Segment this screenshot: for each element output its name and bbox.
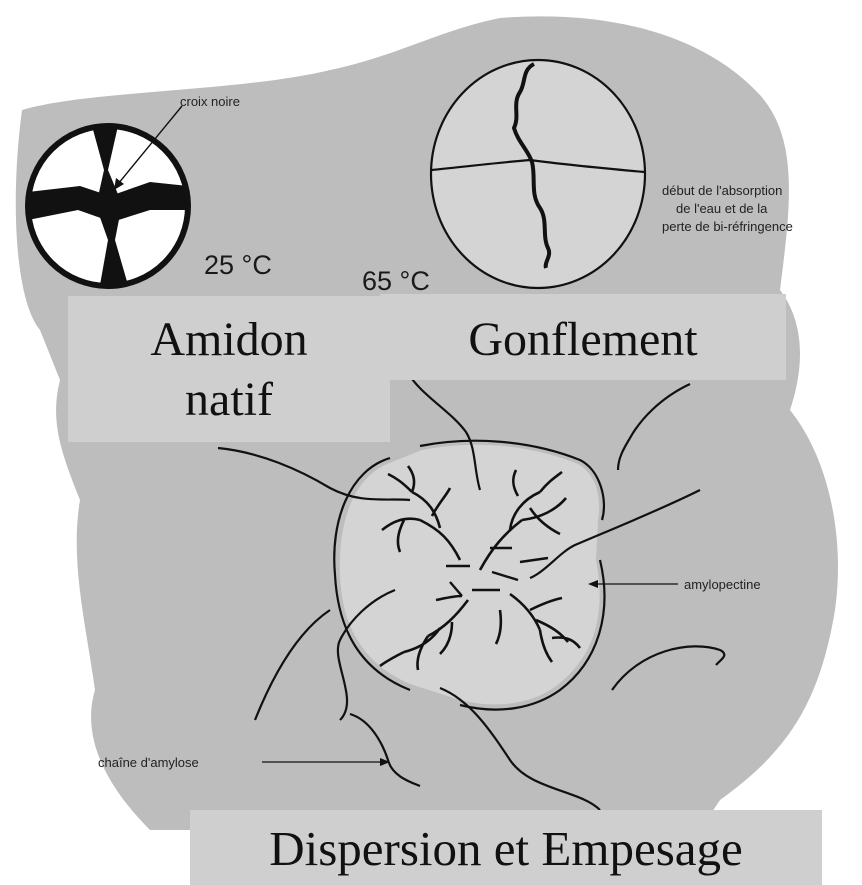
absorption-label-line3: perte de bi-réfringence bbox=[662, 218, 793, 235]
swollen-granule bbox=[431, 60, 645, 288]
absorption-label-line1: début de l'absorption bbox=[662, 182, 782, 199]
dispersed-granule bbox=[334, 441, 604, 710]
native-granule bbox=[28, 126, 188, 286]
title-dispersion-empesage: Dispersion et Empesage bbox=[190, 820, 822, 877]
chaine-amylose-label: chaîne d'amylose bbox=[98, 754, 199, 771]
title-gonflement: Gonflement bbox=[380, 312, 786, 367]
title-amidon-line2: natif bbox=[68, 372, 390, 427]
absorption-label-line2: de l'eau et de la bbox=[676, 200, 767, 217]
temperature-swelling: 65 °C bbox=[362, 266, 430, 297]
amylopectine-label: amylopectine bbox=[684, 576, 761, 593]
temperature-native: 25 °C bbox=[204, 250, 272, 281]
croix-noire-label: croix noire bbox=[180, 93, 240, 110]
title-amidon-line1: Amidon bbox=[68, 312, 390, 367]
